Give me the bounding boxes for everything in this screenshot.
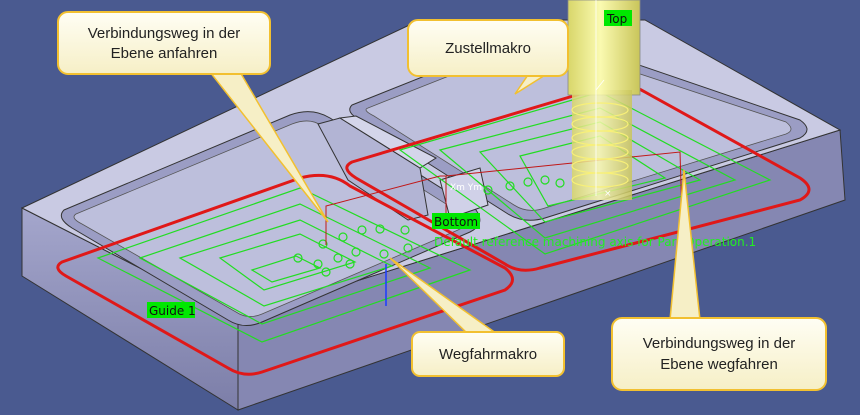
toolpath-right-2[interactable]	[438, 107, 737, 239]
toolpath-right-outer[interactable]	[398, 91, 772, 255]
callout-retract-macro-text: Wegfahrmakro	[439, 346, 537, 363]
callout-infeed-macro: Zustellmakro	[407, 19, 569, 95]
guide-curve-left[interactable]	[56, 173, 514, 376]
label-top-text: Top	[606, 12, 627, 26]
callout-approach-plane: Verbindungsweg in der Ebene anfahren	[57, 11, 329, 223]
infeed-helix[interactable]	[571, 102, 629, 188]
callout-infeed-macro-text: Zustellmakro	[445, 40, 531, 57]
axis-tag: Xm Ym	[450, 183, 482, 193]
cutting-tool[interactable]: ×	[567, 0, 641, 200]
label-guide[interactable]: Guide 1	[147, 302, 196, 318]
approach-link[interactable]	[325, 175, 446, 245]
callout-retract-plane-line2: Ebene wegfahren	[660, 356, 778, 373]
label-guide-text: Guide 1	[149, 304, 196, 318]
callout-retract-plane-line1: Verbindungsweg in der	[643, 335, 796, 352]
callout-approach-plane-line2: Ebene anfahren	[111, 45, 218, 62]
toolpath-left-2[interactable]	[138, 203, 432, 325]
label-bottom-text: Bottom	[434, 215, 478, 229]
center-wall-top	[338, 115, 438, 169]
callout-retract-plane: Verbindungsweg in der Ebene wegfahren	[611, 169, 827, 391]
toolpath-left-4[interactable]	[218, 233, 357, 291]
toolpath-left-outer[interactable]	[96, 187, 472, 343]
toolpath-right-3[interactable]	[478, 121, 702, 223]
label-top[interactable]: Top	[604, 10, 632, 26]
callout-approach-plane-line1: Verbindungsweg in der	[88, 25, 241, 42]
tool-tip-marker: ×	[604, 189, 612, 199]
linking-markers	[293, 175, 565, 277]
toolpath-left-3[interactable]	[178, 219, 394, 307]
toolpaths[interactable]	[96, 91, 772, 343]
machining-axis-label: Default reference machining axis for Par…	[434, 235, 756, 249]
callout-retract-macro: Wegfahrmakro	[389, 257, 565, 377]
label-bottom[interactable]: Bottom	[432, 213, 480, 229]
